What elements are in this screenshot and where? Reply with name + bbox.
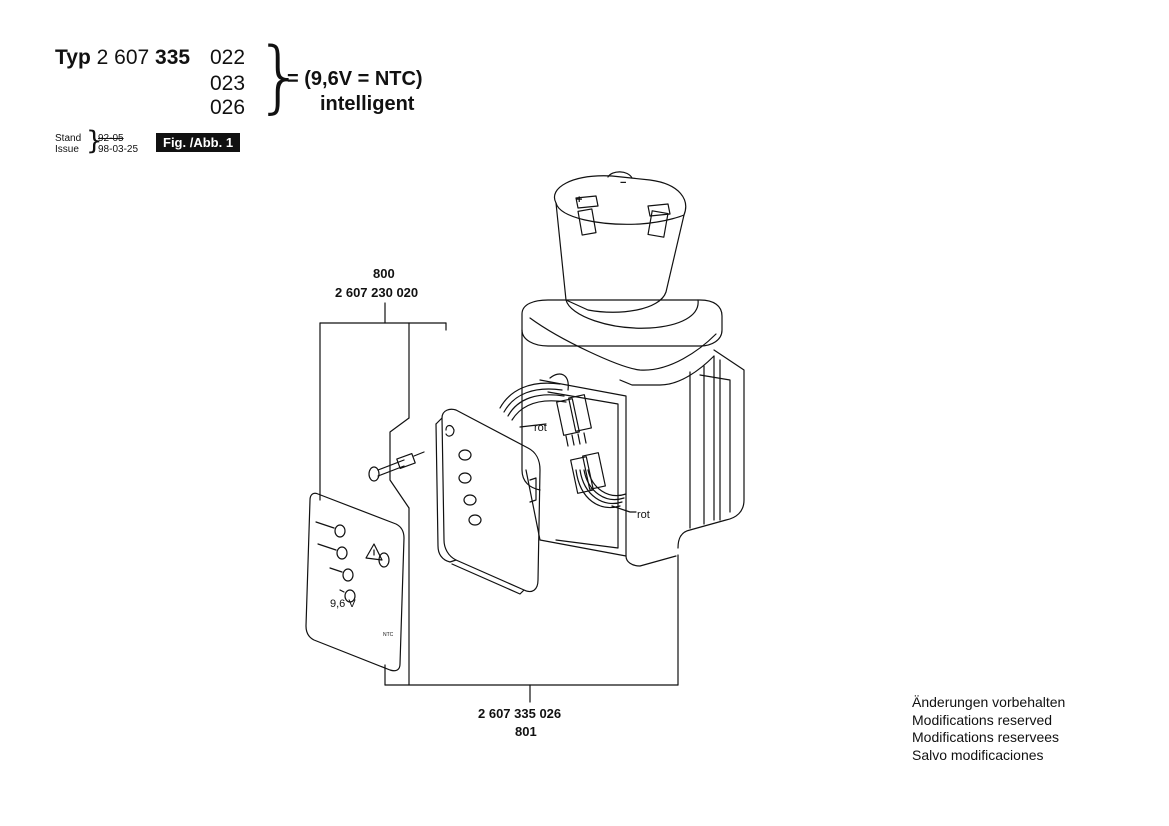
typ-prefix: 2 607 (96, 46, 150, 69)
old-date: 92-05 (98, 133, 124, 144)
type-suffix-3: 026 (210, 96, 246, 119)
part-800-number: 800 (373, 266, 395, 281)
ntc-label: NTC (383, 632, 394, 638)
battery-housing (521, 299, 745, 567)
issue-date: 98-03-25 (98, 144, 139, 155)
curly-brace: } (255, 32, 305, 122)
plus-terminal-mark: + (576, 194, 582, 206)
typ-label: Typ (55, 46, 91, 69)
rot-label-lower: rot (637, 509, 650, 521)
modification-notes: Änderungen vorbehalten Modifications res… (912, 694, 1065, 764)
screw (368, 451, 425, 482)
type-suffix-2: 023 (210, 72, 246, 95)
part-800-code: 2 607 230 020 (335, 285, 419, 300)
typ-bold-number: 335 (155, 46, 191, 69)
note-fr: Modifications reservees (912, 729, 1060, 745)
voltage-label: 9,6 V (330, 598, 356, 610)
part-801-bracket (384, 554, 679, 703)
label-plate: 9,6 V NTC (305, 492, 405, 672)
upper-connector (556, 394, 592, 447)
cover-plate (435, 408, 541, 595)
type-line: Typ 2 607 335 (55, 46, 190, 70)
lower-connector (570, 452, 606, 494)
note-es: Salvo modificaciones (912, 746, 1044, 763)
note-de: Änderungen vorbehalten (912, 694, 1066, 710)
part-800-bracket (319, 302, 447, 686)
issue-label: Issue (55, 144, 79, 155)
voltage-spec: = (9,6V = NTC) (287, 68, 423, 90)
note-en: Modifications reserved (912, 711, 1053, 728)
stand-brace: } (86, 126, 103, 156)
minus-terminal-mark: − (620, 177, 626, 189)
stand-issue-labels: Stand Issue (55, 133, 81, 155)
type-suffix-1: 022 (210, 46, 246, 69)
figure-tag: Fig. /Abb. 1 (156, 133, 241, 152)
part-801-number: 801 (515, 724, 537, 739)
rot-label-upper: rot (534, 422, 547, 434)
part-801-code: 2 607 335 026 (478, 706, 562, 721)
battery-cell-block: + − (553, 171, 699, 329)
stand-label: Stand (55, 133, 82, 144)
intelligent-label: intelligent (320, 93, 415, 115)
